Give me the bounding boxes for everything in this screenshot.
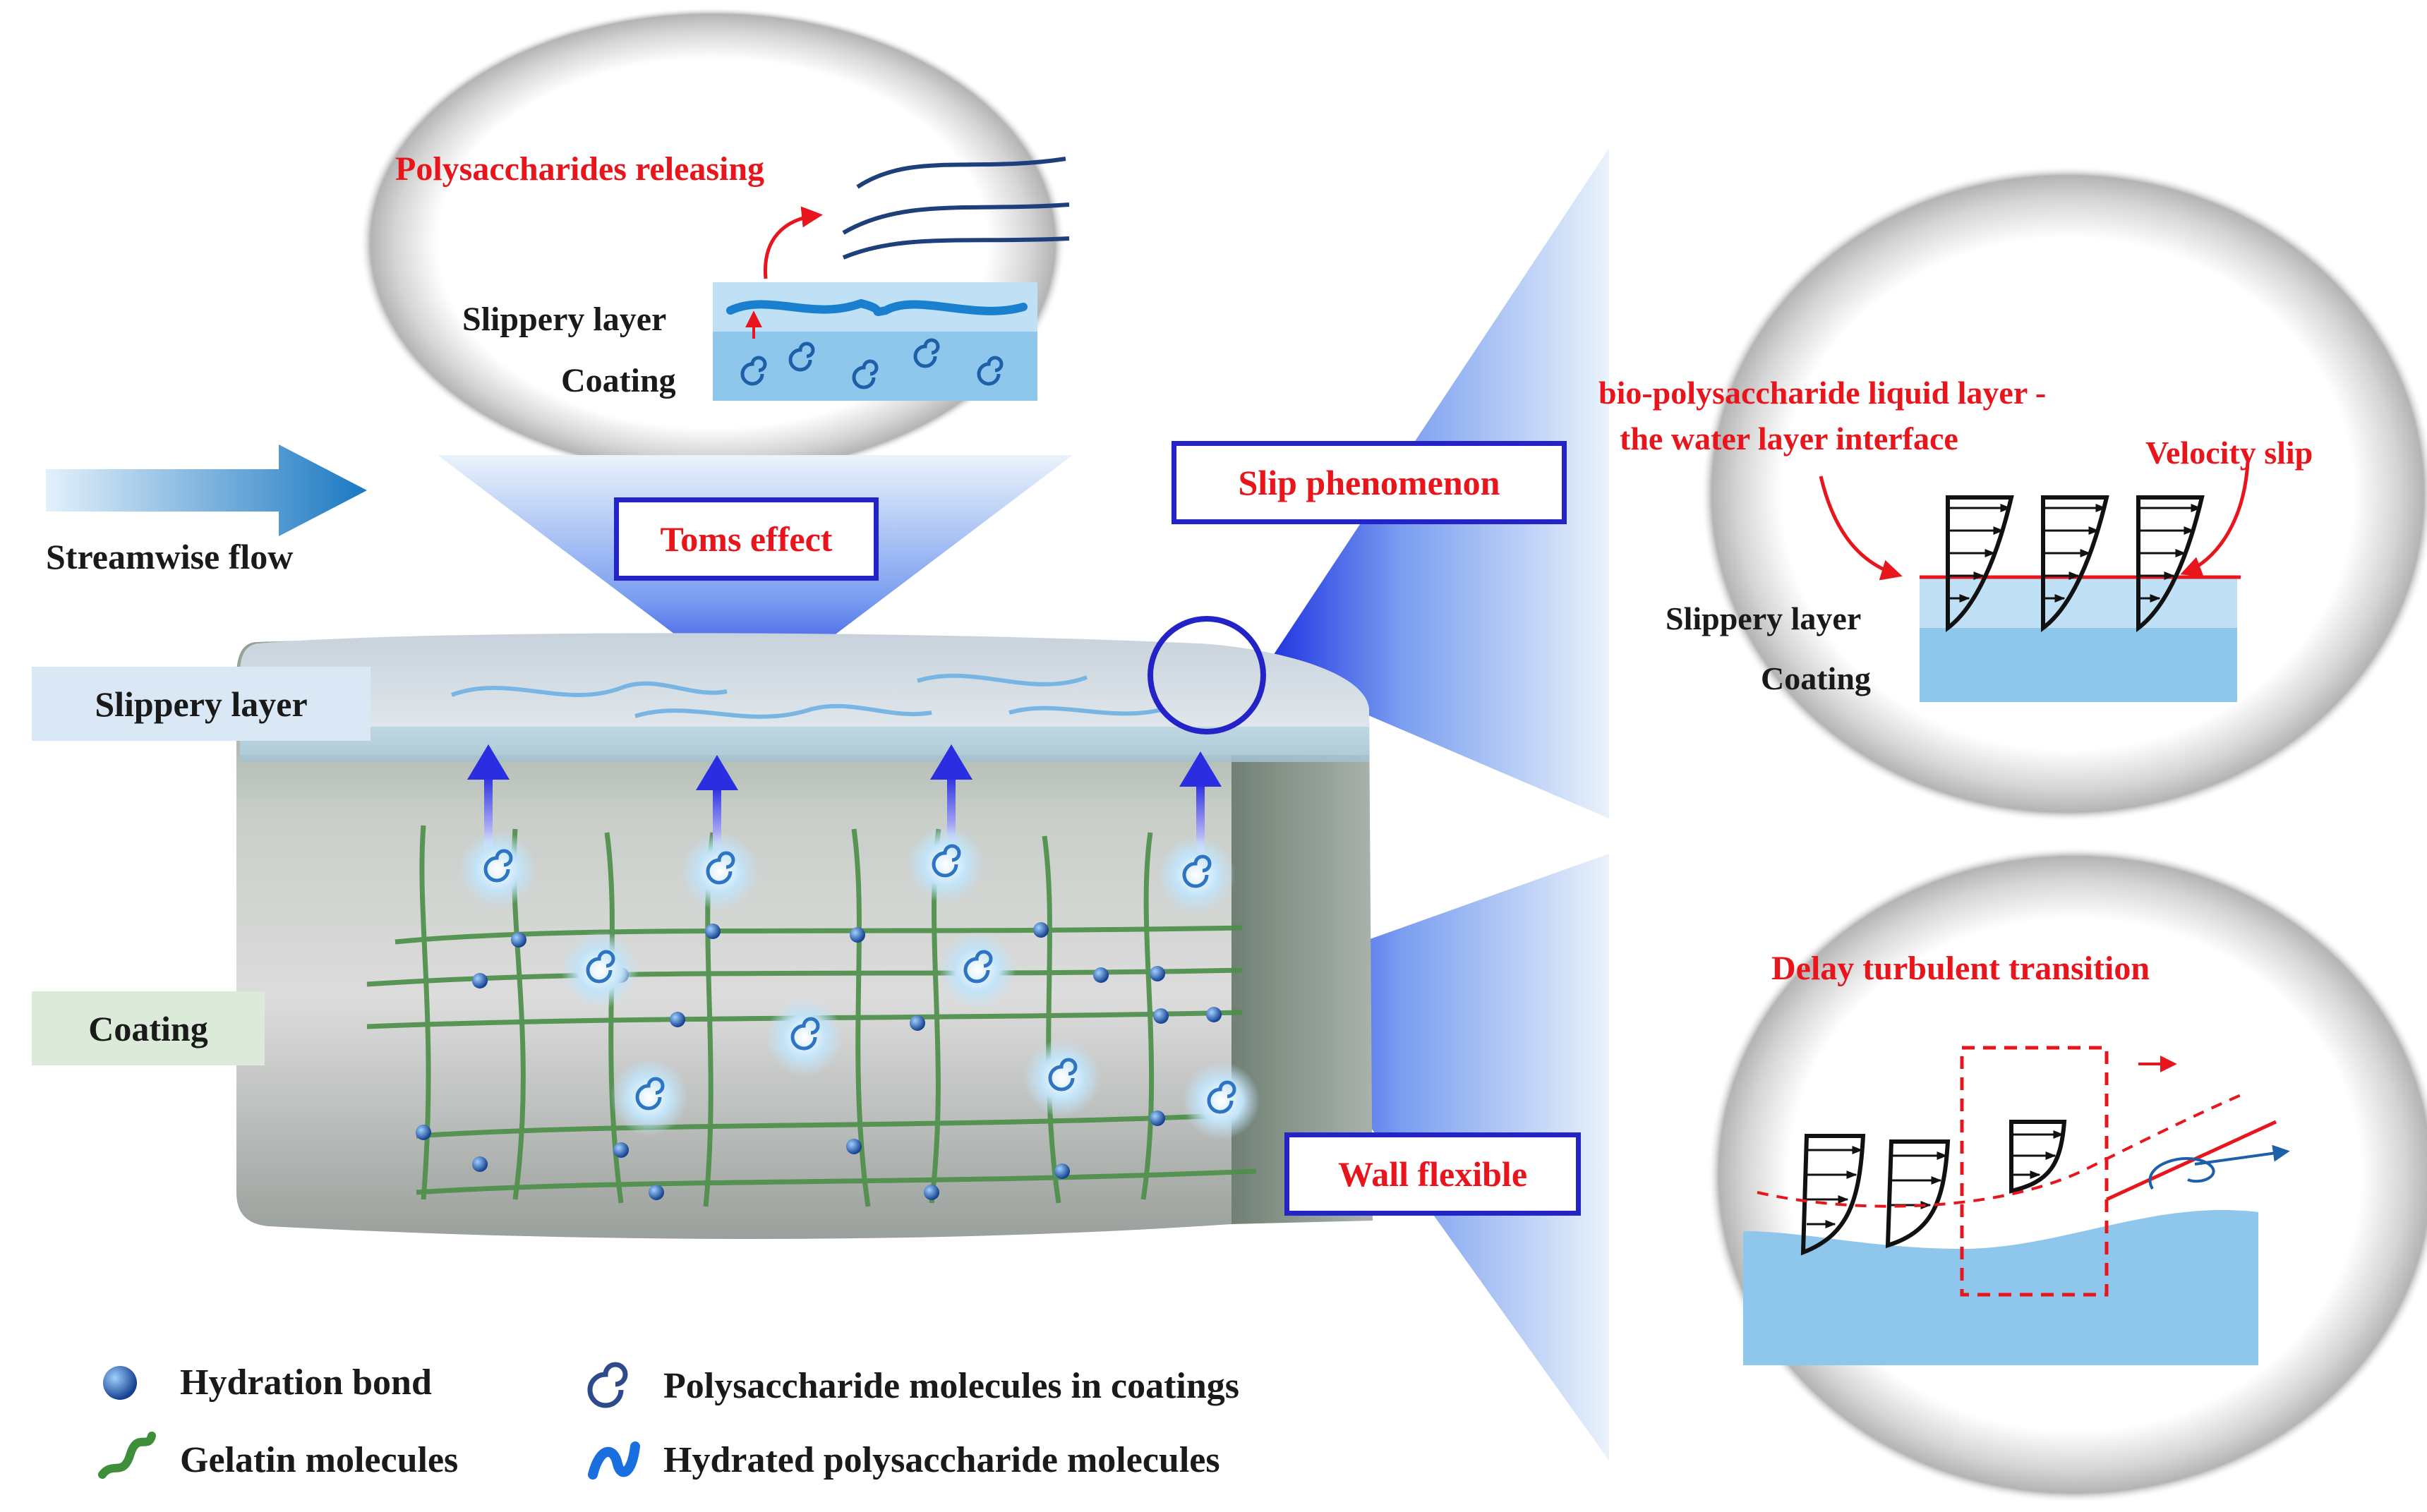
top-slippery-layer-label: Slippery layer [462, 301, 667, 338]
coating-side-label: Coating [88, 1008, 208, 1048]
slippery-layer-side-label: Slippery layer [95, 684, 308, 724]
wall-flexible-box: Wall flexible [1284, 1132, 1581, 1216]
top-coating-label: Coating [561, 362, 676, 399]
velocity-slip-pointer-arrow [2180, 461, 2250, 577]
velocity-slip-label: Velocity slip [2145, 435, 2313, 471]
block-slippery-strip [240, 727, 1369, 762]
slip-phenomenon-box: Slip phenomenon [1172, 441, 1567, 524]
right-slippery-band [1920, 579, 2237, 628]
streamwise-flow-label: Streamwise flow [46, 537, 294, 576]
hydrated-polysaccharide-icon [588, 1441, 640, 1480]
block-polysaccharide-molecules [459, 825, 1260, 1139]
polysaccharides-releasing-label: Polysaccharides releasing [395, 150, 765, 188]
delay-turbulent-label: Delay turbulent transition [1771, 950, 2150, 987]
hydration-bonds [416, 922, 1222, 1200]
block-right-side [1228, 688, 1373, 1224]
interface-label-line2: the water layer interface [1620, 421, 1958, 456]
slippery-layer-label-bg [32, 667, 371, 741]
streamwise-flow-arrow [46, 444, 367, 536]
right-slippery-layer-label: Slippery layer [1666, 600, 1862, 636]
flexible-wall [1743, 1210, 2258, 1365]
right-coating-label: Coating [1761, 660, 1871, 696]
block-top-face [240, 633, 1369, 755]
slippery-wave-molecules [450, 673, 1165, 719]
interface-label-line1: bio-polysaccharide liquid layer - [1598, 375, 2047, 411]
slip-highlight-circle [1148, 616, 1266, 734]
coating-label-bg [32, 991, 265, 1065]
top-slippery-wave [726, 298, 1028, 316]
legend-hydration-bond: Hydration bond [180, 1362, 432, 1403]
hydration-bond-icon [103, 1366, 137, 1400]
top-spiral-icons [740, 338, 1004, 389]
transition-dashed-box [1960, 1046, 2109, 1297]
released-polymer-lines [842, 157, 1070, 260]
release-arrow [763, 206, 823, 279]
velocity-profile-arrows [1948, 504, 2202, 603]
block-spiral-icons [483, 844, 1236, 1114]
transition-dashed-curve [1757, 1092, 2245, 1208]
polysaccharide-molecule-icon [587, 1362, 628, 1408]
vortex-flow-arrow [2194, 1144, 2290, 1166]
legend-polysaccharide-molecules: Polysaccharide molecules in coatings [663, 1366, 1240, 1406]
legend-hydrated-polysaccharide: Hydrated polysaccharide molecules [663, 1440, 1220, 1480]
gelatin-molecule-icon [98, 1432, 156, 1479]
transition-line [2105, 1120, 2277, 1202]
vortex-arrow [2148, 1157, 2215, 1190]
toms-effect-box: Toms effect [614, 497, 879, 581]
top-detail-ellipse [360, 7, 1066, 480]
legend-gelatin-molecules: Gelatin molecules [180, 1440, 459, 1480]
slip-detail-ellipse [1701, 166, 2427, 822]
interface-pointer-arrow [1819, 476, 1903, 581]
